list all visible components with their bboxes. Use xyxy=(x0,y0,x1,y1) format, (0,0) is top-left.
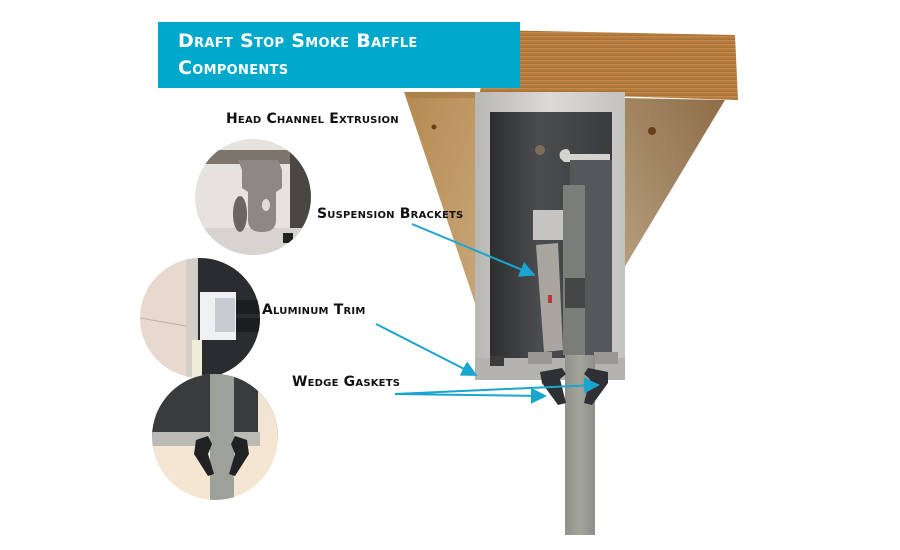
detail-circle-suspension-bracket xyxy=(195,139,311,255)
label-suspension-brackets: Suspension Brackets xyxy=(317,206,464,222)
wood-header-block xyxy=(404,30,738,318)
detail-circle-aluminum-trim xyxy=(140,258,260,378)
detail-circle-wedge-gaskets xyxy=(152,374,278,500)
label-aluminum-trim: Aluminum Trim xyxy=(262,302,366,318)
page-title: Draft Stop Smoke Baffle Components xyxy=(178,28,508,82)
title-line-2: Components xyxy=(178,57,289,79)
suspension-bracket xyxy=(533,210,563,352)
title-line-1: Draft Stop Smoke Baffle xyxy=(178,30,418,52)
title-banner: Draft Stop Smoke Baffle Components xyxy=(158,22,520,88)
label-wedge-gaskets: Wedge Gaskets xyxy=(292,374,401,390)
label-head-channel-extrusion: Head Channel Extrusion xyxy=(226,111,399,127)
